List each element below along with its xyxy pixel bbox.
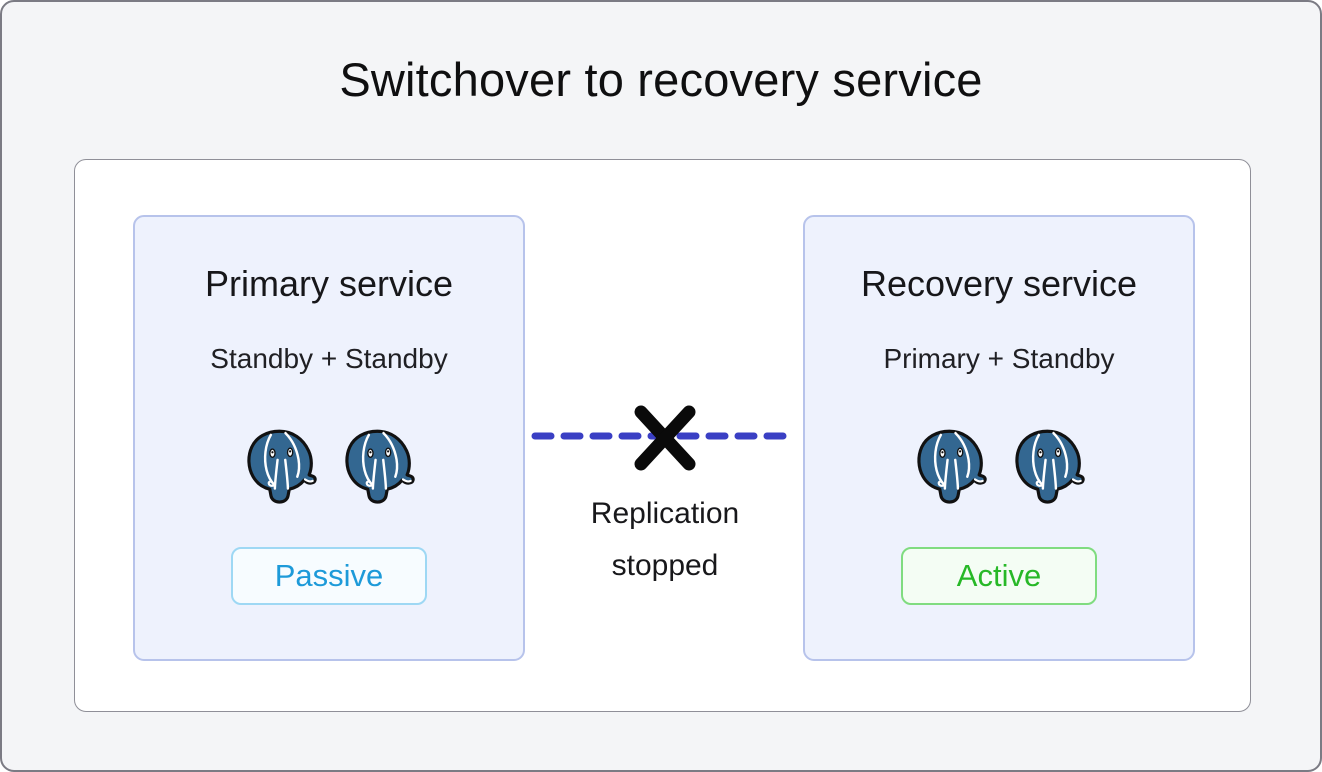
status-badge-active: Active	[901, 547, 1097, 605]
replication-status-label-line2: stopped	[611, 549, 719, 582]
diagram-title: Switchover to recovery service	[339, 53, 983, 106]
recovery-card-title: Recovery service	[860, 263, 1138, 304]
primary-card-title: Primary service	[204, 263, 454, 304]
replication-stopped-x-icon	[634, 405, 696, 471]
diagram-panel: Primary service Standby + Standby Passiv…	[74, 159, 1251, 712]
postgresql-elephant-icon	[345, 429, 415, 504]
postgresql-elephant-icon	[247, 429, 317, 504]
primary-card-subtitle: Standby + Standby	[210, 343, 448, 374]
postgresql-elephant-icon	[917, 429, 987, 504]
postgresql-elephant-icon	[1015, 429, 1085, 504]
replication-status-label-line1: Replication	[590, 497, 740, 530]
recovery-card-subtitle: Primary + Standby	[883, 343, 1115, 374]
recovery-database-instances	[909, 427, 1089, 505]
recovery-service-card: Recovery service Primary + Standby Activ…	[803, 215, 1195, 661]
status-badge-passive: Passive	[231, 547, 427, 605]
replication-status-label: Replication stopped	[535, 488, 795, 592]
primary-database-instances	[239, 427, 419, 505]
primary-service-card: Primary service Standby + Standby Passiv…	[133, 215, 525, 661]
